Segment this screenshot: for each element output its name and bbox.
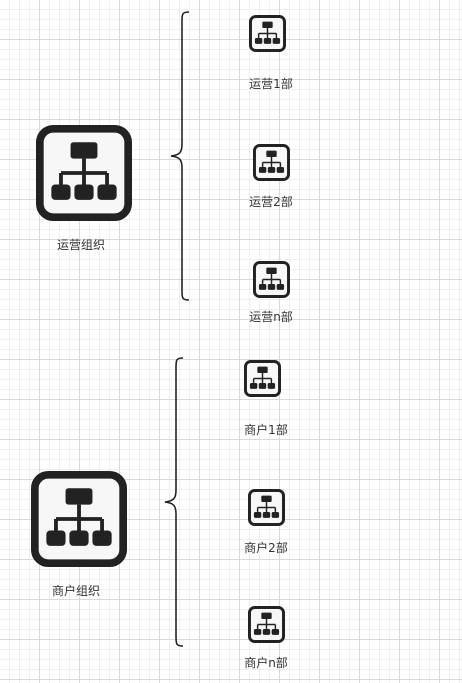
org-chart-icon[interactable] xyxy=(248,489,285,526)
brace xyxy=(170,11,190,301)
group-label-operations: 运营组织 xyxy=(56,238,106,252)
org-chart-icon[interactable] xyxy=(31,471,127,567)
department-label: 商户1部 xyxy=(244,423,288,437)
brace xyxy=(164,357,184,647)
org-chart-icon[interactable] xyxy=(36,125,132,221)
department-label: 商户2部 xyxy=(244,541,288,555)
group-label-merchants: 商户组织 xyxy=(51,584,101,598)
org-chart-icon[interactable] xyxy=(249,15,286,52)
department-label: 商户n部 xyxy=(244,656,288,670)
org-chart-icon[interactable] xyxy=(248,606,285,643)
org-chart-icon[interactable] xyxy=(253,261,290,298)
department-label: 运营1部 xyxy=(249,77,293,91)
department-label: 运营n部 xyxy=(249,310,293,324)
org-chart-icon[interactable] xyxy=(253,144,290,181)
org-chart-icon[interactable] xyxy=(244,360,281,397)
department-label: 运营2部 xyxy=(249,195,293,209)
